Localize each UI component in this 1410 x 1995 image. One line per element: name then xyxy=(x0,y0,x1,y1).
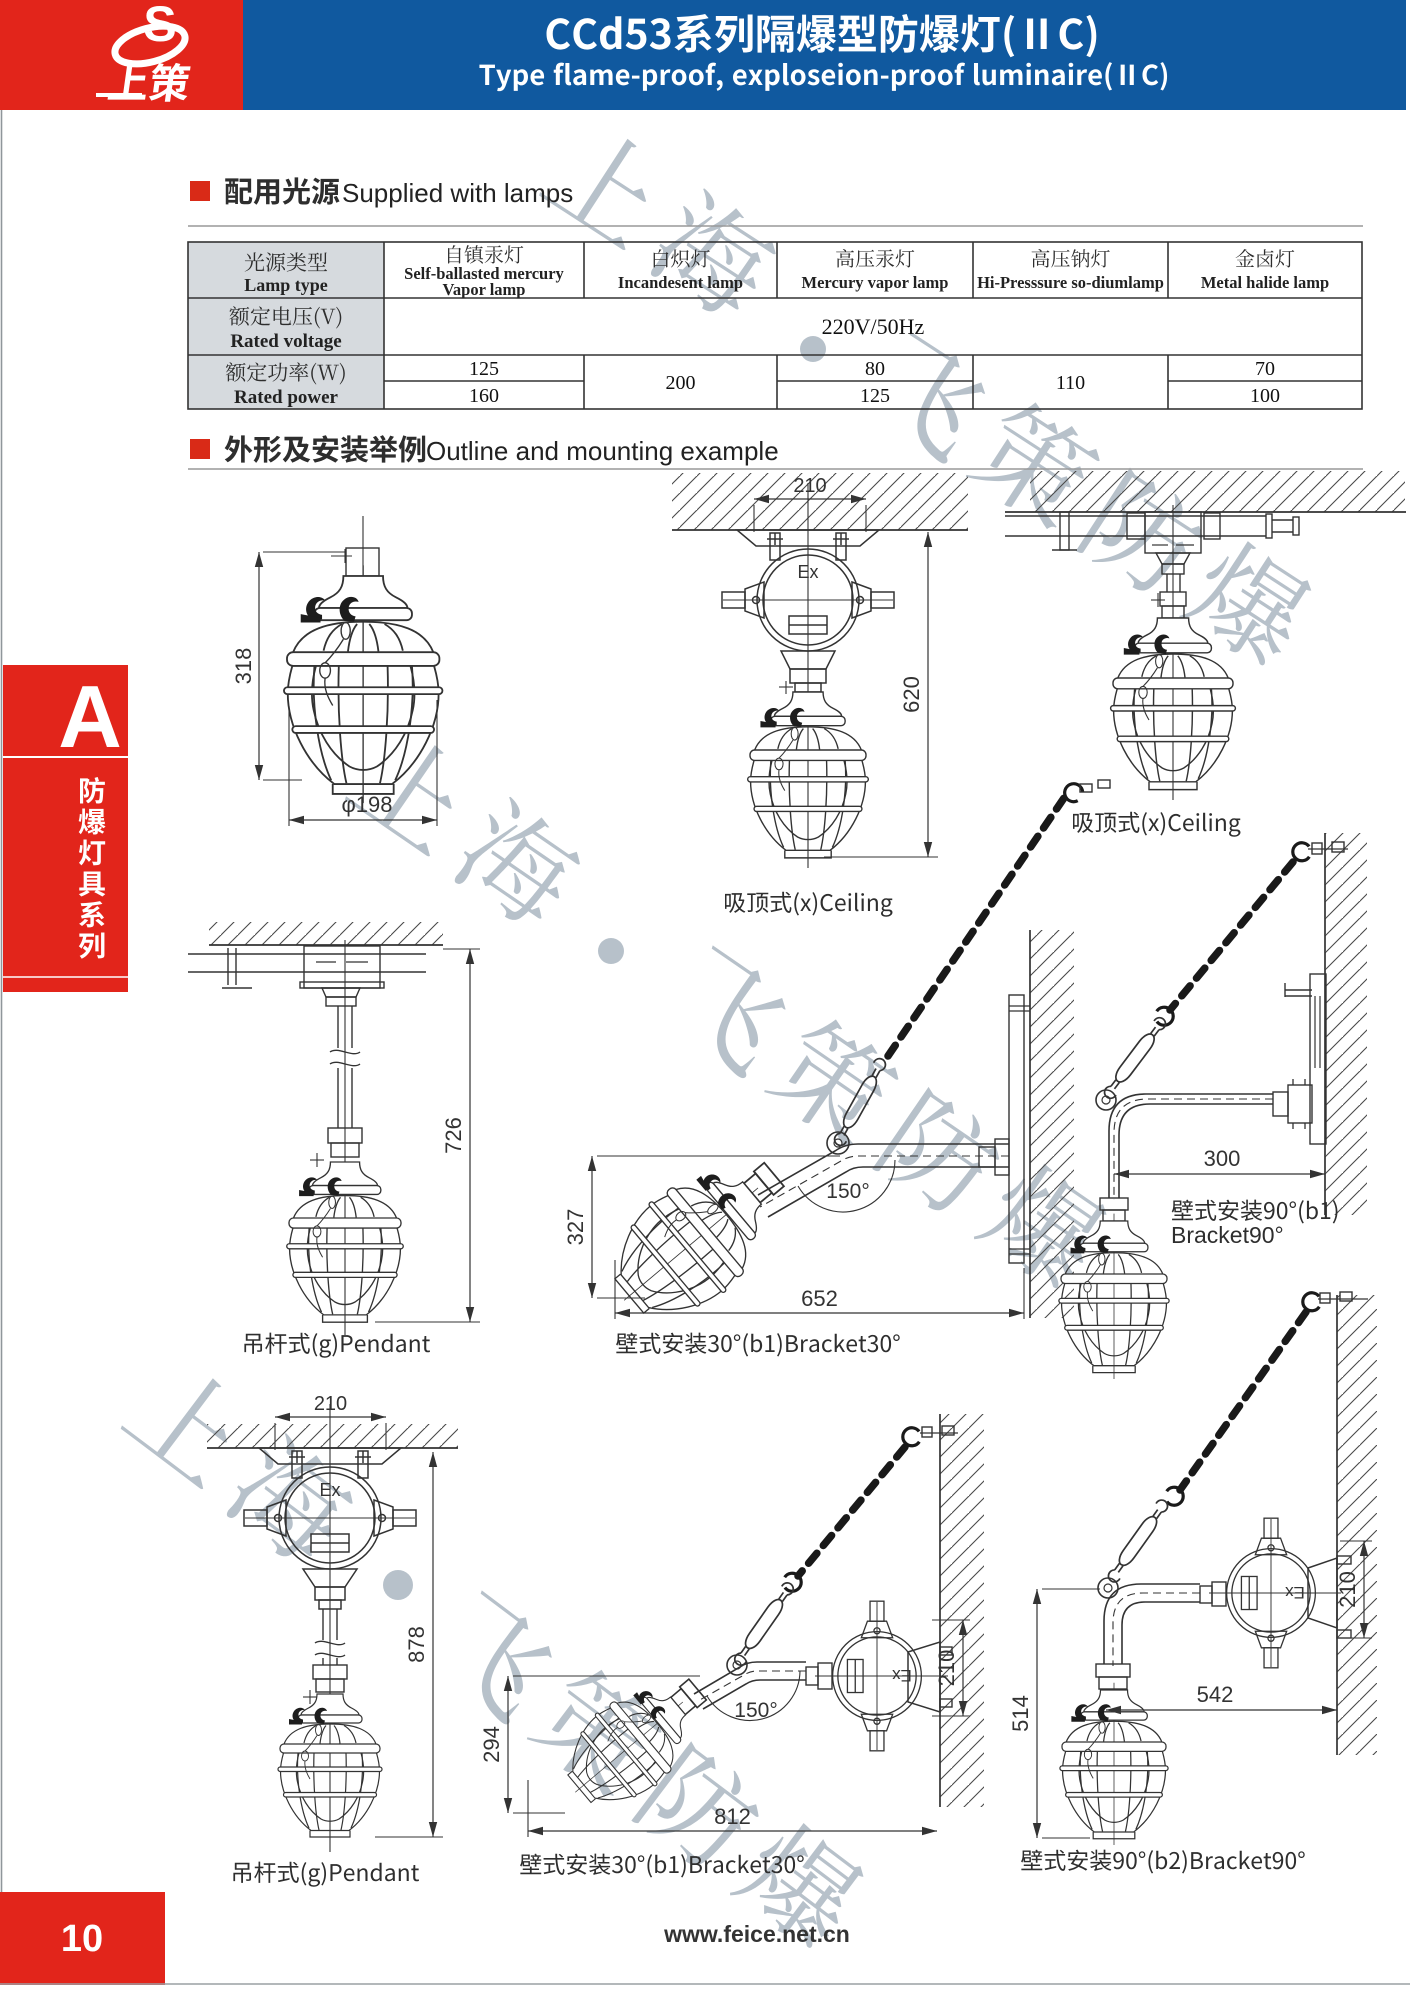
svg-text:Vapor lamp: Vapor lamp xyxy=(443,280,526,299)
svg-text:80: 80 xyxy=(865,358,885,380)
svg-text:812: 812 xyxy=(714,1804,751,1829)
svg-text:726: 726 xyxy=(441,1117,466,1154)
svg-text:125: 125 xyxy=(860,385,890,407)
svg-text:Metal halide lamp: Metal halide lamp xyxy=(1201,273,1329,292)
svg-text:878: 878 xyxy=(404,1626,429,1663)
svg-text:Supplied with lamps: Supplied with lamps xyxy=(342,178,573,208)
svg-text:652: 652 xyxy=(801,1286,838,1311)
svg-text:210: 210 xyxy=(793,475,826,497)
svg-text:220V/50Hz: 220V/50Hz xyxy=(822,314,925,339)
svg-text:Ex: Ex xyxy=(1285,1583,1305,1602)
svg-text:S: S xyxy=(143,0,176,52)
svg-text:514: 514 xyxy=(1008,1695,1033,1732)
svg-text:200: 200 xyxy=(666,372,696,394)
svg-text:Lamp type: Lamp type xyxy=(244,275,328,295)
svg-text:Incandesent lamp: Incandesent lamp xyxy=(618,273,743,292)
svg-text:Rated voltage: Rated voltage xyxy=(230,331,341,352)
svg-text:Ex: Ex xyxy=(319,1480,340,1500)
svg-text:Bracket90°: Bracket90° xyxy=(1171,1222,1284,1248)
svg-text:125: 125 xyxy=(469,358,499,380)
svg-text:70: 70 xyxy=(1255,358,1275,380)
svg-text:100: 100 xyxy=(1250,385,1280,407)
svg-text:294: 294 xyxy=(479,1726,504,1763)
svg-text:620: 620 xyxy=(899,676,924,713)
svg-text:Self-ballasted mercury: Self-ballasted mercury xyxy=(404,264,564,283)
svg-text:210: 210 xyxy=(934,1650,959,1687)
svg-text:Mercury vapor lamp: Mercury vapor lamp xyxy=(802,273,949,292)
svg-text:150°: 150° xyxy=(734,1699,777,1722)
svg-text:327: 327 xyxy=(563,1209,588,1246)
svg-text:Hi-Presssure so-diumlamp: Hi-Presssure so-diumlamp xyxy=(977,273,1164,292)
svg-text:www.feice.net.cn: www.feice.net.cn xyxy=(663,1921,850,1947)
svg-text:210: 210 xyxy=(1335,1571,1360,1608)
svg-text:Ex: Ex xyxy=(797,562,818,582)
svg-text:φ198: φ198 xyxy=(342,792,393,817)
svg-text:300: 300 xyxy=(1204,1146,1241,1171)
svg-text:Rated power: Rated power xyxy=(234,387,339,408)
svg-text:110: 110 xyxy=(1056,372,1085,394)
svg-text:10: 10 xyxy=(61,1918,103,1960)
svg-text:318: 318 xyxy=(231,648,256,685)
svg-text:A: A xyxy=(58,667,122,766)
svg-text:542: 542 xyxy=(1197,1682,1234,1707)
svg-text:150°: 150° xyxy=(826,1180,869,1203)
svg-text:160: 160 xyxy=(469,385,499,407)
svg-text:Outline and mounting example: Outline and mounting example xyxy=(426,436,779,466)
